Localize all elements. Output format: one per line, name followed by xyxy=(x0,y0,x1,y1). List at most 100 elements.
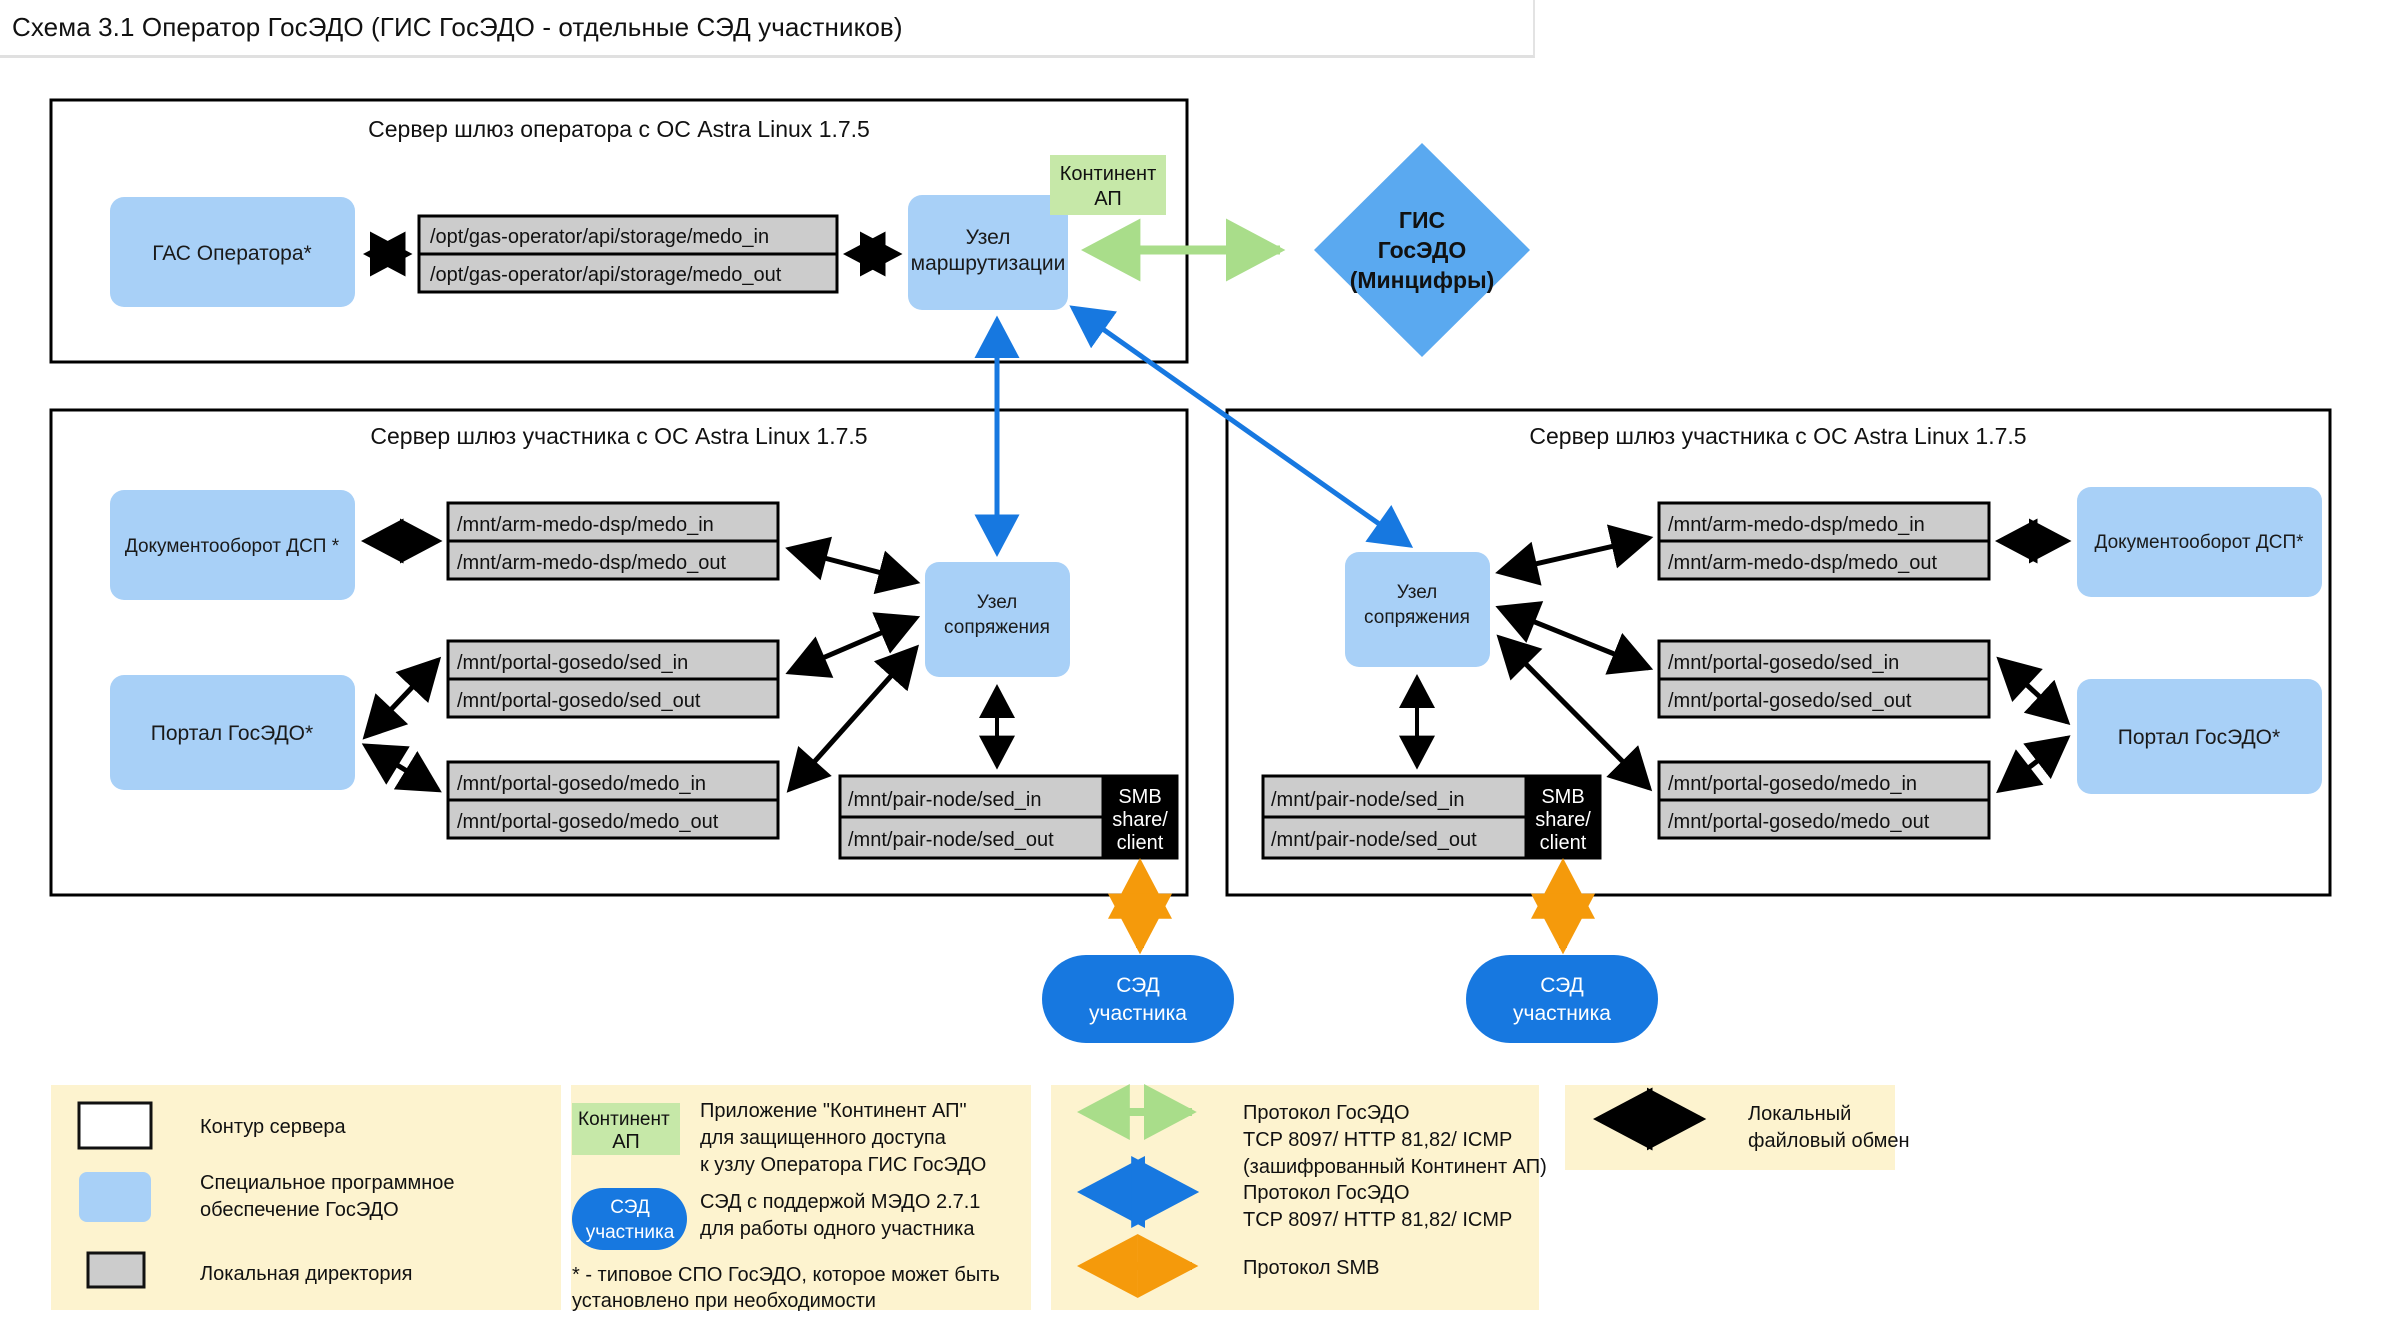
node-gis-gosedo-line3: (Минцифры) xyxy=(1350,267,1495,293)
dir-operator-medo-in: /opt/gas-operator/api/storage/medo_in xyxy=(430,226,769,248)
dir-left-portal-medo: /mnt/portal-gosedo/medo_in /mnt/portal-g… xyxy=(446,760,780,840)
arrow-portal-left-to-medo-dir xyxy=(361,743,442,793)
arrow-portal-left-to-sed-dir xyxy=(362,656,442,740)
node-portal-gosedo-left[interactable]: Портал ГосЭДО* xyxy=(110,675,355,790)
arrow-right-seddir-to-portal xyxy=(1996,656,2071,726)
dir-right-pair-node: /mnt/pair-node/sed_in /mnt/pair-node/sed… xyxy=(1261,774,1528,860)
node-docflow-dsp-left-label: Документооборот ДСП * xyxy=(125,536,340,557)
smb-share-left: SMB share/ client xyxy=(1101,774,1179,860)
legend-kontinent-desc-2: для защищенного доступа xyxy=(700,1127,947,1149)
dir-operator-medo: /opt/gas-operator/api/storage/medo_in /o… xyxy=(417,214,839,294)
node-pair-node-left[interactable]: Узел сопряжения xyxy=(925,562,1070,677)
dir-right-pair-node-in: /mnt/pair-node/sed_in xyxy=(1271,789,1464,811)
arrow-protocol-gosedo-right xyxy=(1069,305,1414,548)
legend-protocol-encrypted-line2: TCP 8097/ HTTP 81,82/ ICMP xyxy=(1243,1129,1512,1151)
node-sed-left[interactable]: СЭД участника xyxy=(1042,955,1234,1043)
dir-operator-medo-out: /opt/gas-operator/api/storage/medo_out xyxy=(430,264,782,286)
legend-panel-apps: Континент АП Приложение "Континент АП" д… xyxy=(571,1085,1031,1312)
node-kontinent-ap-line1: Континент xyxy=(1060,163,1157,185)
smb-share-left-line2: share/ xyxy=(1112,809,1168,831)
node-gas-operator[interactable]: ГАС Оператора* xyxy=(110,197,355,307)
node-portal-gosedo-right-label: Портал ГосЭДО* xyxy=(2118,726,2280,749)
arrow-left-armdir-to-pairnode xyxy=(785,536,921,595)
legend-panel-shapes: Контур сервера Специальное программное о… xyxy=(51,1085,561,1310)
smb-share-right: SMB share/ client xyxy=(1524,774,1602,860)
dir-left-arm-medo-out: /mnt/arm-medo-dsp/medo_out xyxy=(457,552,726,574)
dir-left-pair-node: /mnt/pair-node/sed_in /mnt/pair-node/sed… xyxy=(838,774,1105,860)
node-gis-gosedo[interactable]: ГИС ГосЭДО (Минцифры) xyxy=(1314,143,1530,357)
node-routing-label-2: маршрутизации xyxy=(911,252,1066,275)
arrow-right-pairnode-to-medodir xyxy=(1496,634,1653,792)
legend-special-software-label-2: обеспечение ГосЭДО xyxy=(200,1199,399,1221)
arrow-right-medodir-to-portal xyxy=(1996,735,2071,794)
legend-panel-protocols: Протокол ГосЭДО TCP 8097/ HTTP 81,82/ IC… xyxy=(1051,1084,1547,1310)
legend-sed-chip-line1: СЭД xyxy=(610,1197,650,1218)
dir-right-portal-medo-out: /mnt/portal-gosedo/medo_out xyxy=(1668,811,1930,833)
legend-footnote-2: установлено при необходимости xyxy=(572,1290,876,1312)
legend-protocol-encrypted-line1: Протокол ГосЭДО xyxy=(1243,1102,1410,1124)
node-kontinent-ap: Континент АП xyxy=(1050,155,1166,215)
server-operator-title: Сервер шлюз оператора с ОС Astra Linux 1… xyxy=(368,116,870,142)
node-gis-gosedo-line2: ГосЭДО xyxy=(1378,237,1467,263)
legend-kontinent-desc-1: Приложение "Континент АП" xyxy=(700,1100,967,1122)
node-routing-label-1: Узел xyxy=(966,226,1011,249)
smb-share-right-line3: client xyxy=(1540,832,1587,854)
node-sed-left-line1: СЭД xyxy=(1116,974,1160,997)
legend-kontinent-chip-line2: АП xyxy=(612,1131,640,1153)
node-pair-node-right[interactable]: Узел сопряжения xyxy=(1345,552,1490,667)
dir-left-portal-medo-out: /mnt/portal-gosedo/medo_out xyxy=(457,811,719,833)
legend-protocol-smb-line1: Протокол SMB xyxy=(1243,1257,1379,1279)
node-portal-gosedo-right[interactable]: Портал ГосЭДО* xyxy=(2077,679,2322,794)
node-docflow-dsp-right-label: Документооборот ДСП* xyxy=(2095,532,2305,553)
dir-left-portal-sed: /mnt/portal-gosedo/sed_in /mnt/portal-go… xyxy=(446,639,780,719)
legend-local-exchange-line1: Локальный xyxy=(1748,1103,1851,1125)
legend-kontinent-desc-3: к узлу Оператора ГИС ГосЭДО xyxy=(700,1154,986,1176)
legend-kontinent-chip-line1: Континент xyxy=(578,1109,670,1130)
node-routing[interactable]: Узел маршрутизации xyxy=(908,195,1068,310)
node-portal-gosedo-left-label: Портал ГосЭДО* xyxy=(151,722,313,745)
node-gas-operator-label: ГАС Оператора* xyxy=(152,242,311,265)
dir-left-portal-sed-out: /mnt/portal-gosedo/sed_out xyxy=(457,690,701,712)
node-pair-node-right-line1: Узел xyxy=(1397,582,1438,603)
legend-protocol-gosedo-line1: Протокол ГосЭДО xyxy=(1243,1182,1410,1204)
node-docflow-dsp-left[interactable]: Документооборот ДСП * xyxy=(110,490,355,600)
legend-server-outline-label: Контур сервера xyxy=(200,1116,347,1138)
node-pair-node-left-line2: сопряжения xyxy=(944,617,1050,638)
node-sed-right[interactable]: СЭД участника xyxy=(1466,955,1658,1043)
dir-left-portal-sed-in: /mnt/portal-gosedo/sed_in xyxy=(457,652,688,674)
legend-sed-desc-1: СЭД с поддержой МЭДО 2.7.1 xyxy=(700,1191,980,1213)
node-docflow-dsp-right[interactable]: Документооборот ДСП* xyxy=(2077,487,2322,597)
arrow-left-medodir-to-pairnode xyxy=(786,644,919,793)
node-sed-left-line2: участника xyxy=(1089,1002,1187,1025)
dir-left-arm-medo: /mnt/arm-medo-dsp/medo_in /mnt/arm-medo-… xyxy=(446,501,780,581)
legend-local-exchange-line2: файловый обмен xyxy=(1748,1130,1910,1152)
legend-footnote-1: * - типовое СПО ГосЭДО, которое может бы… xyxy=(572,1264,1000,1286)
legend-panel-local-exchange: Локальный файловый обмен xyxy=(1565,1085,1910,1170)
page-title: Схема 3.1 Оператор ГосЭДО (ГИС ГосЭДО - … xyxy=(12,12,903,42)
legend-local-directory-label: Локальная директория xyxy=(200,1263,412,1285)
dir-left-portal-medo-in: /mnt/portal-gosedo/medo_in xyxy=(457,773,706,795)
server-participant-right-title: Сервер шлюз участника с ОС Astra Linux 1… xyxy=(1529,423,2026,449)
node-pair-node-right-line2: сопряжения xyxy=(1364,607,1470,628)
legend-protocol-gosedo-line2: TCP 8097/ HTTP 81,82/ ICMP xyxy=(1243,1209,1512,1231)
dir-right-arm-medo: /mnt/arm-medo-dsp/medo_in /mnt/arm-medo-… xyxy=(1657,501,1991,581)
dir-left-pair-node-in: /mnt/pair-node/sed_in xyxy=(848,789,1041,811)
arrow-right-pairnode-to-armdir xyxy=(1495,524,1654,586)
node-pair-node-left-line1: Узел xyxy=(977,592,1018,613)
smb-share-right-line2: share/ xyxy=(1535,809,1591,831)
dir-right-arm-medo-out: /mnt/arm-medo-dsp/medo_out xyxy=(1668,552,1937,574)
dir-right-portal-sed: /mnt/portal-gosedo/sed_in /mnt/portal-go… xyxy=(1657,639,1991,719)
dir-right-portal-sed-out: /mnt/portal-gosedo/sed_out xyxy=(1668,690,1912,712)
node-sed-right-line1: СЭД xyxy=(1540,974,1584,997)
legend-special-software-label-1: Специальное программное xyxy=(200,1172,455,1194)
dir-right-portal-medo-in: /mnt/portal-gosedo/medo_in xyxy=(1668,773,1917,795)
dir-right-portal-medo: /mnt/portal-gosedo/medo_in /mnt/portal-g… xyxy=(1657,760,1991,840)
dir-left-pair-node-out: /mnt/pair-node/sed_out xyxy=(848,829,1054,851)
legend-sed-desc-2: для работы одного участника xyxy=(700,1218,975,1240)
dir-right-arm-medo-in: /mnt/arm-medo-dsp/medo_in xyxy=(1668,514,1925,536)
dir-right-portal-sed-in: /mnt/portal-gosedo/sed_in xyxy=(1668,652,1899,674)
node-kontinent-ap-line2: АП xyxy=(1094,188,1122,210)
legend-protocol-encrypted-line3: (зашифрованный Континент АП) xyxy=(1243,1156,1547,1178)
